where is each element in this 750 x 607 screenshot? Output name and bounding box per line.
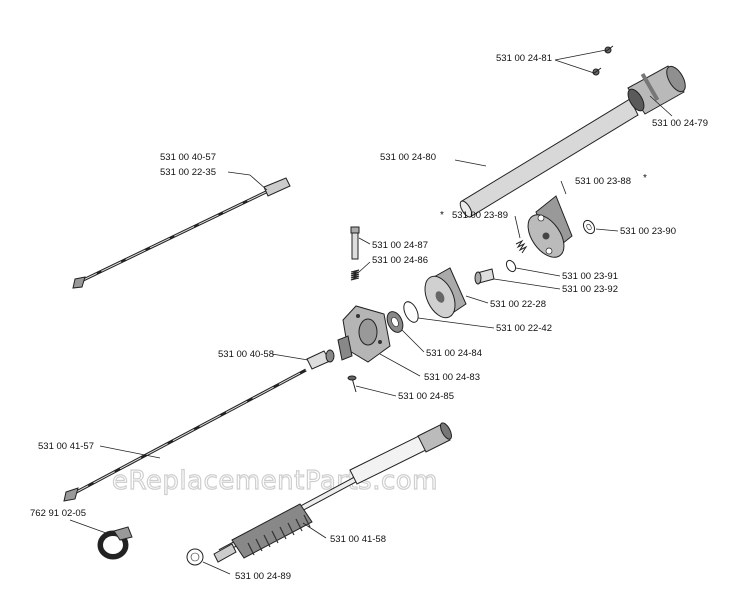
label-531-00-24-80: 531 00 24-80 [380,152,436,163]
watermark-text: eReplacementParts.com [112,466,438,496]
part-drive-shaft [213,422,453,563]
part-pin-spring [350,269,360,281]
label-531-00-41-57: 531 00 41-57 [38,441,94,452]
part-bearing [386,311,404,333]
label-531-00-24-85: 531 00 24-85 [398,391,454,402]
part-tube-coupling [627,65,686,115]
label-531-00-23-91: 531 00 23-91 [562,271,618,282]
part-clutch-housing [337,305,391,363]
label-531-00-24-81: 531 00 24-81 [496,53,552,64]
part-throttle-cable [72,177,291,289]
part-cable-fitting [306,349,335,370]
label-531-00-23-92: 531 00 23-92 [562,284,618,295]
part-screws [592,45,614,76]
label-762-91-02-05: 762 91 02-05 [30,508,86,519]
part-snap-ring [403,301,419,323]
part-hose-clamp [97,526,133,560]
label-531-00-41-58: 531 00 41-58 [330,534,386,545]
label-531-00-24-83: 531 00 24-83 [424,372,480,383]
label-531-00-22-42: 531 00 22-42 [496,323,552,334]
label-531-00-22-35: 531 00 22-35 [160,167,216,178]
label-531-00-24-89: 531 00 24-89 [235,571,291,582]
label-531-00-22-28: 531 00 22-28 [490,299,546,310]
part-washer-right [582,219,596,235]
label-531-00-24-87: 531 00 24-87 [372,240,428,251]
label-531-00-24-86: 531 00 24-86 [372,255,428,266]
label-531-00-24-84: 531 00 24-84 [426,348,482,359]
part-housing-screw [347,375,357,393]
part-pin [350,226,360,260]
part-inner-cable [63,368,307,502]
label-531-00-40-57: 531 00 40-57 [160,152,216,163]
part-clutch-drum [424,267,467,319]
part-clutch-shoe [527,195,573,258]
label-531-00-24-79: 531 00 24-79 [652,118,708,129]
asterisk-23-88: * [643,173,647,184]
part-shoulder-bolt [474,268,495,285]
label-531-00-23-89: 531 00 23-89 [452,210,508,221]
asterisk-23-89: * [440,210,444,221]
part-ring [186,548,204,566]
label-531-00-23-90: 531 00 23-90 [620,226,676,237]
label-531-00-23-88: 531 00 23-88 [575,176,631,187]
part-drive-tube [459,98,639,218]
part-washer-small [505,259,517,273]
part-clutch-spring [515,239,528,254]
label-531-00-40-58: 531 00 40-58 [218,349,274,360]
